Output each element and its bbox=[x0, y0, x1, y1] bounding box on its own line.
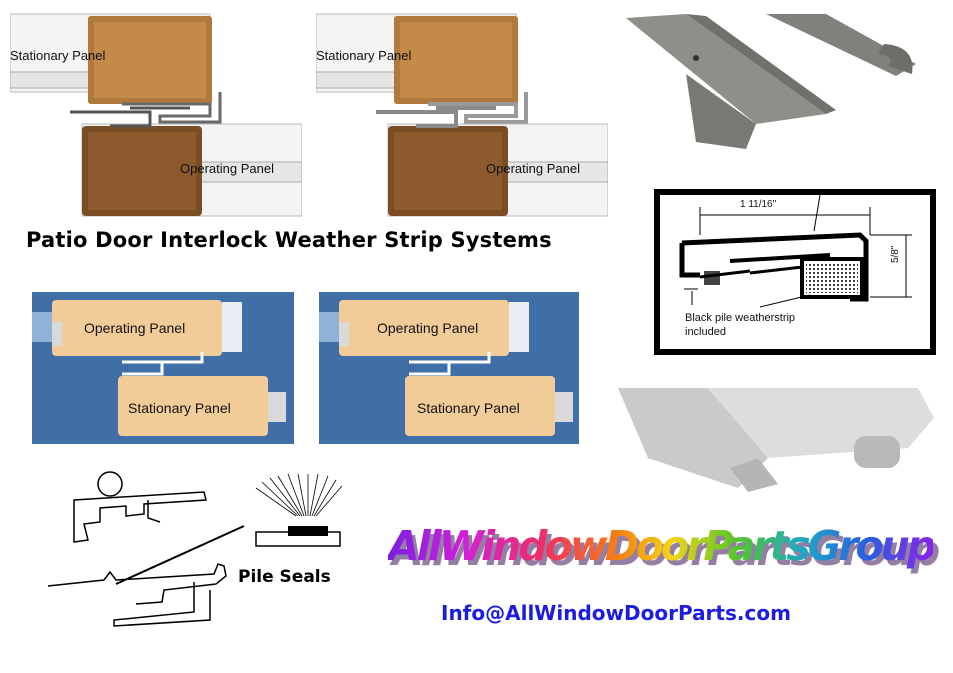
operating-panel-label-4: Operating Panel bbox=[377, 320, 479, 336]
page-title: Patio Door Interlock Weather Strip Syste… bbox=[26, 228, 552, 252]
contact-email-link[interactable]: Info@AllWindowDoorParts.com bbox=[441, 601, 791, 625]
operating-panel-label: Operating Panel bbox=[180, 161, 274, 176]
weatherstrip-profile-photo-bottom bbox=[618, 388, 934, 492]
pile-note-line2: included bbox=[685, 326, 726, 338]
interlock-diagram-top-center bbox=[316, 13, 608, 217]
stationary-panel-label: Stationary Panel bbox=[10, 48, 106, 63]
spec-drawing bbox=[679, 195, 912, 308]
stationary-panel-label-2: Stationary Panel bbox=[316, 48, 412, 63]
blue-diagram-left: Operating Panel Stationary Panel bbox=[32, 292, 294, 444]
weatherstrip-profile-photo-top bbox=[626, 14, 916, 149]
stationary-panel-label-4: Stationary Panel bbox=[417, 400, 520, 416]
blue-diagram-right: Operating Panel Stationary Panel bbox=[319, 292, 579, 444]
interlock-diagram-top-left bbox=[10, 13, 302, 217]
pile-seals-label: Pile Seals bbox=[238, 567, 331, 587]
spec-drawing-frame bbox=[654, 189, 936, 355]
stationary-panel-label-3: Stationary Panel bbox=[128, 400, 231, 416]
pile-note-line1: Black pile weatherstrip bbox=[685, 312, 796, 324]
brand-logo-shadow: AllWindowDoorPartsGroup bbox=[392, 527, 940, 575]
width-dimension-label: 1 11/16" bbox=[740, 199, 777, 210]
operating-panel-label-2: Operating Panel bbox=[486, 161, 580, 176]
brand-logo: AllWindowDoorPartsGroup bbox=[388, 522, 936, 570]
height-dimension-label: 5/8" bbox=[890, 245, 901, 263]
pile-seal-line-drawing bbox=[47, 471, 343, 627]
operating-panel-label-3: Operating Panel bbox=[84, 320, 186, 336]
